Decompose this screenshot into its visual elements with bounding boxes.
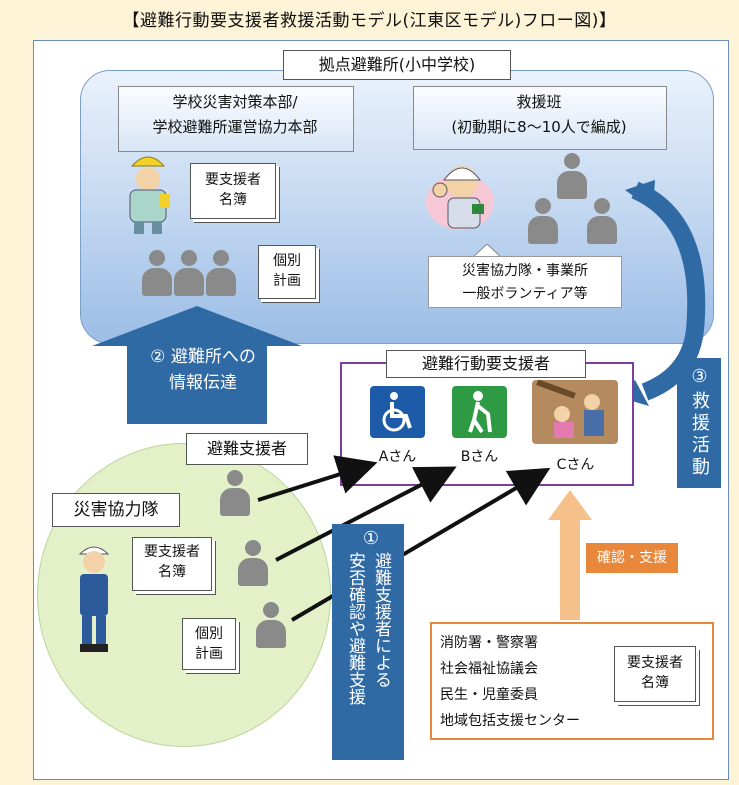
- page-title: 【避難行動要支援者救援活動モデル(江東区モデル)フロー図)】: [122, 11, 617, 31]
- elderly-icon: [452, 386, 507, 438]
- rescue-person-1: [555, 153, 589, 199]
- arrow-3-label: ③救援活動: [677, 358, 721, 488]
- supporter-person-3: [254, 602, 288, 648]
- hq-label: 学校災害対策本部/ 学校避難所運営協力本部: [152, 93, 318, 136]
- cooperation-worker-illustration: [78, 546, 110, 652]
- cooperation-doc-plan: 個別 計画: [182, 618, 236, 670]
- rescue-box: [413, 86, 667, 150]
- cooperation-doc-list: 要支援者 名簿: [132, 537, 212, 591]
- supporter-person-1: [218, 470, 252, 516]
- rescue-scene-illustration: [532, 379, 618, 444]
- arrow-1-box: [332, 524, 404, 760]
- hq-person-1: [140, 250, 174, 296]
- rescue-members-label: 災害協力隊・事業所 一般ボランティア等: [428, 256, 622, 308]
- agency-item: 消防署・警察署: [440, 635, 538, 651]
- arrow-2-label: ② 避難所への 情報伝達: [150, 347, 256, 393]
- hq-doc-plan: 個別 計画: [258, 245, 316, 299]
- arrow-1-text-2: 安否確認や避難支援: [345, 552, 365, 705]
- rescue-worker-illustration: [426, 166, 494, 230]
- hq-doc-list: 要支援者 名簿: [190, 163, 276, 219]
- person-c-label: Cさん: [556, 457, 595, 473]
- agency-item: 民生・児童委員: [440, 687, 538, 703]
- rescue-person-3: [585, 198, 619, 244]
- confirm-arrow: [548, 490, 592, 620]
- worker-illustration: [129, 156, 170, 234]
- agencies-doc-list: 要支援者 名簿: [614, 646, 696, 702]
- hq-person-2: [172, 250, 206, 296]
- person-b-label: Bさん: [460, 449, 499, 465]
- arrow-2-shape: [92, 306, 302, 424]
- arrow-1-number: ①: [362, 528, 380, 549]
- rescue-person-2: [526, 198, 560, 244]
- supporter-person-2: [236, 540, 270, 586]
- arrow-1-text: 避難支援者による: [371, 552, 391, 688]
- requirers-label: 避難行動要支援者: [386, 350, 586, 378]
- person-a-label: Aさん: [378, 449, 417, 465]
- hq-person-3: [204, 250, 238, 296]
- supporters-label: 避難支援者: [186, 433, 308, 465]
- cooperation-label: 災害協力隊: [52, 493, 180, 527]
- agency-item: 地域包括支援センター: [440, 713, 580, 729]
- agencies-list: 消防署・警察署 社会福祉協議会 民生・児童委員 地域包括支援センター: [440, 630, 620, 734]
- base-shelter-label: 拠点避難所(小中学校): [283, 50, 511, 80]
- wheelchair-icon: [370, 386, 425, 438]
- rescue-label: 救援班 (初動期に8～10人で編成): [451, 93, 627, 136]
- agency-item: 社会福祉協議会: [440, 661, 538, 677]
- hq-box: [118, 86, 354, 152]
- confirm-label: 確認・支援: [586, 543, 678, 573]
